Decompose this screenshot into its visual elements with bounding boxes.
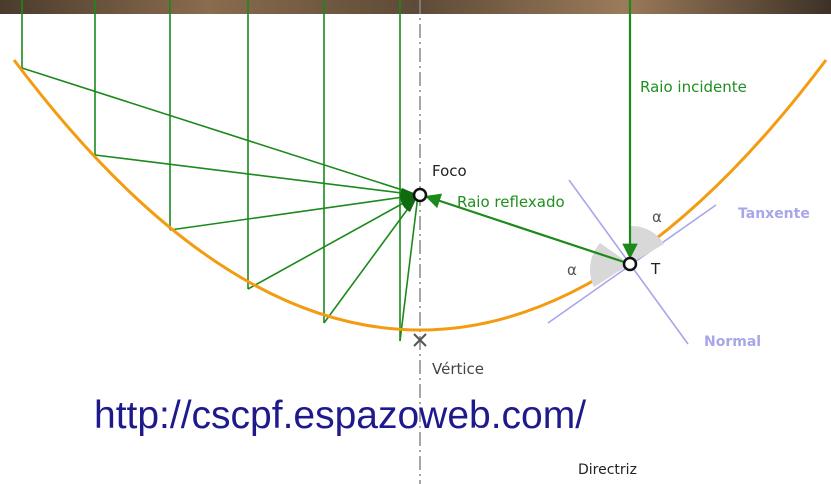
angle-left-label: α bbox=[567, 261, 577, 279]
reflected-ray-line bbox=[323, 194, 419, 324]
vertex-cross bbox=[413, 333, 427, 347]
source-url-text: http://cscpf.espazoweb.com/ bbox=[94, 394, 586, 437]
reflected-ray-line bbox=[399, 194, 419, 342]
reflected-rays-left bbox=[21, 67, 419, 342]
parabola-curve bbox=[12, 59, 828, 332]
reflected-ray-line bbox=[21, 67, 419, 196]
angle-arc-right bbox=[630, 225, 664, 264]
focus-point bbox=[412, 187, 428, 203]
tangent-label: Tanxente bbox=[738, 206, 810, 222]
point-t-label: T bbox=[650, 260, 661, 278]
reflected-ray-line bbox=[94, 154, 419, 196]
incident-ray-label: Raio incidente bbox=[640, 78, 747, 96]
normal-label: Normal bbox=[704, 334, 761, 350]
reflected-ray-arrow bbox=[425, 193, 631, 266]
incident-rays-left bbox=[21, 0, 401, 341]
top-photo-strip bbox=[0, 0, 831, 14]
directrix-label: Directriz bbox=[578, 462, 637, 478]
point-t bbox=[622, 256, 638, 272]
reflected-ray-line bbox=[247, 194, 419, 290]
vertex-label: Vértice bbox=[432, 360, 484, 378]
reflected-ray-label: Raio reflexado bbox=[457, 193, 565, 211]
reflected-ray-line bbox=[169, 194, 419, 231]
focus-label: Foco bbox=[432, 162, 467, 180]
angle-right-label: α bbox=[652, 208, 662, 226]
